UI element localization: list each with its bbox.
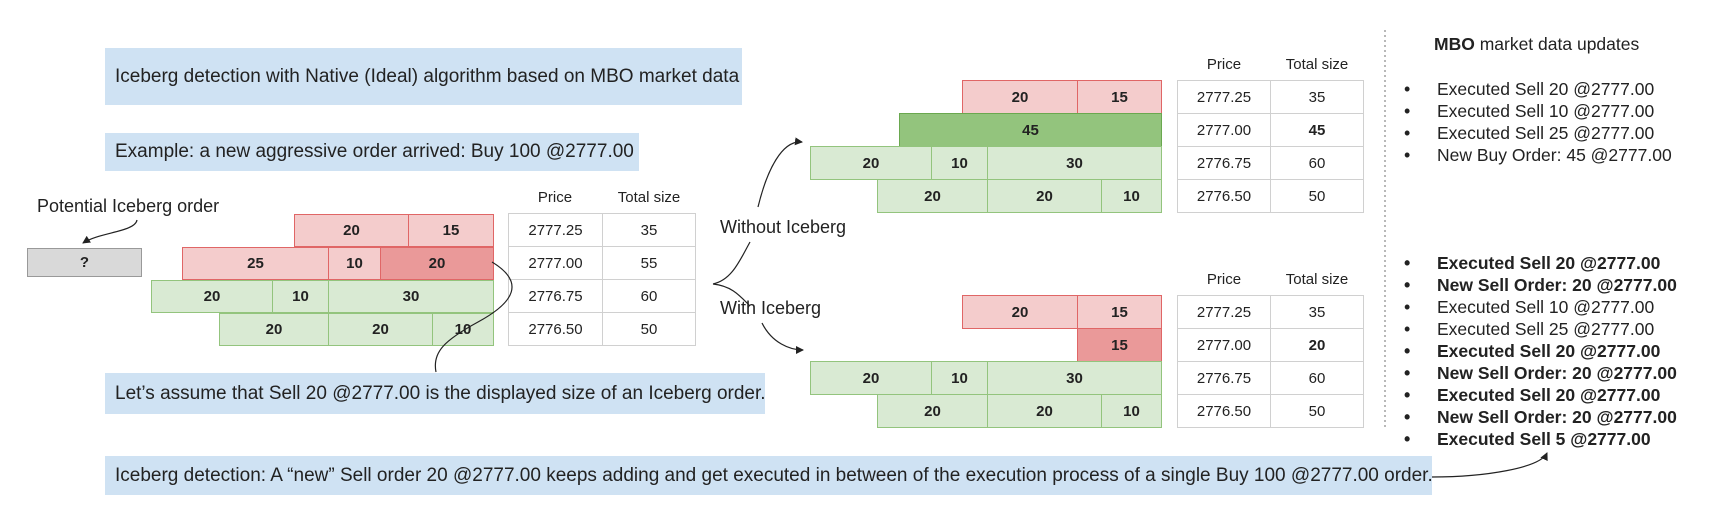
update-item: Executed Sell 5 @2777.00 [1404,428,1677,450]
bid-order: 20 [328,313,433,346]
assume-box: Let’s assume that Sell 20 @2777.00 is th… [105,373,766,414]
price-header: Price [1206,56,1242,73]
potential-iceberg-arrow [82,219,138,244]
detection-box: Iceberg detection: A “new” Sell order 20… [105,456,1433,495]
update-item: New Sell Order: 20 @2777.00 [1404,406,1677,428]
bid-order: 20 [219,313,329,346]
updates-with-list: Executed Sell 20 @2777.00 New Sell Order… [1404,252,1677,450]
update-item: New Buy Order: 45 @2777.00 [1404,144,1672,166]
total-cell: 35 [602,213,696,247]
update-item: Executed Sell 25 @2777.00 [1404,122,1672,144]
price-cell: 2777.25 [1177,80,1271,114]
total-size-header: Total size [1285,271,1349,288]
bid-order: 10 [931,361,988,395]
ask-order: 25 [182,247,329,280]
bid-order: 10 [272,280,329,313]
update-item: Executed Sell 25 @2777.00 [1404,318,1677,340]
price-cell: 2776.50 [1177,179,1271,213]
update-item: New Sell Order: 20 @2777.00 [1404,362,1677,384]
bid-order: 20 [810,146,932,180]
without-iceberg-arrow [757,137,803,208]
price-cell: 2777.00 [1177,328,1271,362]
update-item: Executed Sell 20 @2777.00 [1404,384,1677,406]
total-cell: 60 [1270,361,1364,395]
price-cell: 2776.75 [1177,361,1271,395]
price-cell: 2777.00 [1177,113,1271,147]
with-iceberg-arrow [761,322,804,354]
mbo-updates-heading: MBO market data updates [1434,34,1639,55]
mbo-heading-rest: market data updates [1474,34,1640,54]
bid-order: 20 [877,179,988,213]
title-box: Iceberg detection with Native (Ideal) al… [105,48,742,105]
update-item: New Sell Order: 20 @2777.00 [1404,274,1677,296]
mbo-heading-bold: MBO [1434,34,1475,54]
total-cell: 50 [1270,394,1364,428]
example-box: Example: a new aggressive order arrived:… [105,133,639,171]
assume-connector [434,261,513,373]
price-header: Price [537,189,573,206]
price-cell: 2776.50 [1177,394,1271,428]
suspected-iceberg-order: 20 [380,247,494,280]
bid-order: 10 [1101,179,1162,213]
update-item: Executed Sell 20 @2777.00 [1404,252,1677,274]
potential-iceberg-label: Potential Iceberg order [37,196,220,216]
update-item: Executed Sell 20 @2777.00 [1404,340,1677,362]
ask-order: 20 [962,295,1078,329]
total-cell: 60 [1270,146,1364,180]
bid-order: 20 [877,394,988,428]
updates-without-list: Executed Sell 20 @2777.00 Executed Sell … [1404,78,1672,166]
iceberg-remaining-order: 15 [1077,328,1162,362]
bid-order: 20 [987,179,1102,213]
update-item: Executed Sell 10 @2777.00 [1404,296,1677,318]
total-cell: 45 [1270,113,1364,147]
total-cell: 50 [1270,179,1364,213]
bid-order: 30 [987,361,1162,395]
price-cell: 2776.75 [1177,146,1271,180]
ask-order: 15 [1077,80,1162,114]
ask-order: 15 [408,214,494,247]
total-cell: 35 [1270,80,1364,114]
ask-order: 10 [328,247,381,280]
update-item: Executed Sell 20 @2777.00 [1404,78,1672,100]
price-cell: 2776.50 [508,312,603,346]
update-item: Executed Sell 10 @2777.00 [1404,100,1672,122]
detection-arrow [1431,452,1548,478]
total-cell: 50 [602,312,696,346]
price-header: Price [1206,271,1242,288]
unknown-order-box: ? [27,248,142,277]
price-cell: 2777.25 [508,213,603,247]
bid-order: 30 [328,280,494,313]
total-size-header: Total size [1285,56,1349,73]
with-iceberg-label: With Iceberg [720,298,822,318]
bid-order: 10 [1101,394,1162,428]
ask-order: 20 [294,214,409,247]
total-size-header: Total size [617,189,681,206]
bid-order: 10 [931,146,988,180]
bid-order: 20 [151,280,273,313]
bid-order: 20 [987,394,1102,428]
price-cell: 2776.75 [508,279,603,313]
without-iceberg-label: Without Iceberg [720,217,847,237]
bid-order: 30 [987,146,1162,180]
bid-order: 20 [810,361,932,395]
split-bracket [712,241,751,307]
